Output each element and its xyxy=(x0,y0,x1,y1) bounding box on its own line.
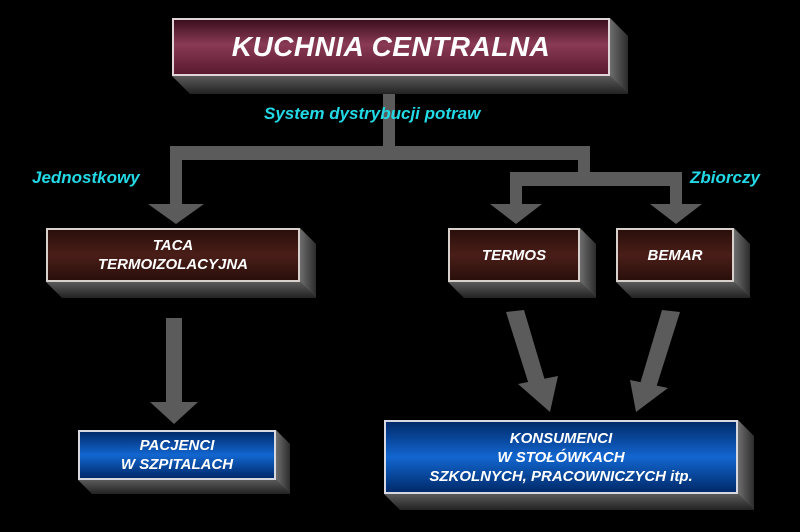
termos-box: TERMOS xyxy=(448,228,580,282)
konsumenci-box-bottom xyxy=(384,494,754,510)
title-box-bottom xyxy=(172,76,628,94)
taca-box-side xyxy=(300,228,316,298)
subtitle-label: System dystrybucji potraw xyxy=(264,104,481,123)
title-text: KUCHNIA CENTRALNA xyxy=(231,31,551,62)
left-branch-label: Jednostkowy xyxy=(32,168,140,187)
bemar-konsumenci-arrowhead xyxy=(630,380,668,412)
bemar-to-konsumenci-shaft xyxy=(640,310,680,388)
title-box: KUCHNIA CENTRALNA xyxy=(172,18,610,76)
bemar-arrowhead xyxy=(650,204,702,224)
pacjenci-box-bottom xyxy=(78,480,290,494)
taca-label: TACA TERMOIZOLACYJNA xyxy=(98,237,248,273)
pacjenci-box-side xyxy=(276,430,290,494)
pacjenci-arrowhead xyxy=(150,402,198,424)
bemar-label: BEMAR xyxy=(647,246,703,264)
taca-to-pacjenci-shaft xyxy=(166,318,182,402)
termos-box-side xyxy=(580,228,596,298)
taca-box-bottom xyxy=(46,282,316,298)
right-branch-label: Zbiorczy xyxy=(690,168,760,187)
konsumenci-box-side xyxy=(738,420,754,510)
termos-konsumenci-arrowhead xyxy=(518,376,558,412)
stem-top xyxy=(383,94,395,148)
konsumenci-label: KONSUMENCI W STOŁÓWKACH SZKOLNYCH, PRACO… xyxy=(429,429,693,485)
title-box-side xyxy=(610,18,628,94)
pacjenci-box: PACJENCI W SZPITALACH xyxy=(78,430,276,480)
main-horizontal-bar xyxy=(170,146,590,160)
bemar-box-bottom xyxy=(616,282,750,298)
termos-drop xyxy=(510,172,522,204)
termos-box-bottom xyxy=(448,282,596,298)
left-arrowhead xyxy=(148,204,204,224)
bemar-box-side xyxy=(734,228,750,298)
pacjenci-label: PACJENCI W SZPITALACH xyxy=(120,437,234,473)
right-sub-bar xyxy=(510,172,682,186)
left-drop xyxy=(170,146,182,204)
right-drop xyxy=(578,146,590,176)
termos-label: TERMOS xyxy=(481,246,547,264)
bemar-drop xyxy=(670,172,682,204)
taca-box: TACA TERMOIZOLACYJNA xyxy=(46,228,300,282)
termos-to-konsumenci-shaft xyxy=(506,310,546,388)
termos-arrowhead xyxy=(490,204,542,224)
konsumenci-box: KONSUMENCI W STOŁÓWKACH SZKOLNYCH, PRACO… xyxy=(384,420,738,494)
bemar-box: BEMAR xyxy=(616,228,734,282)
